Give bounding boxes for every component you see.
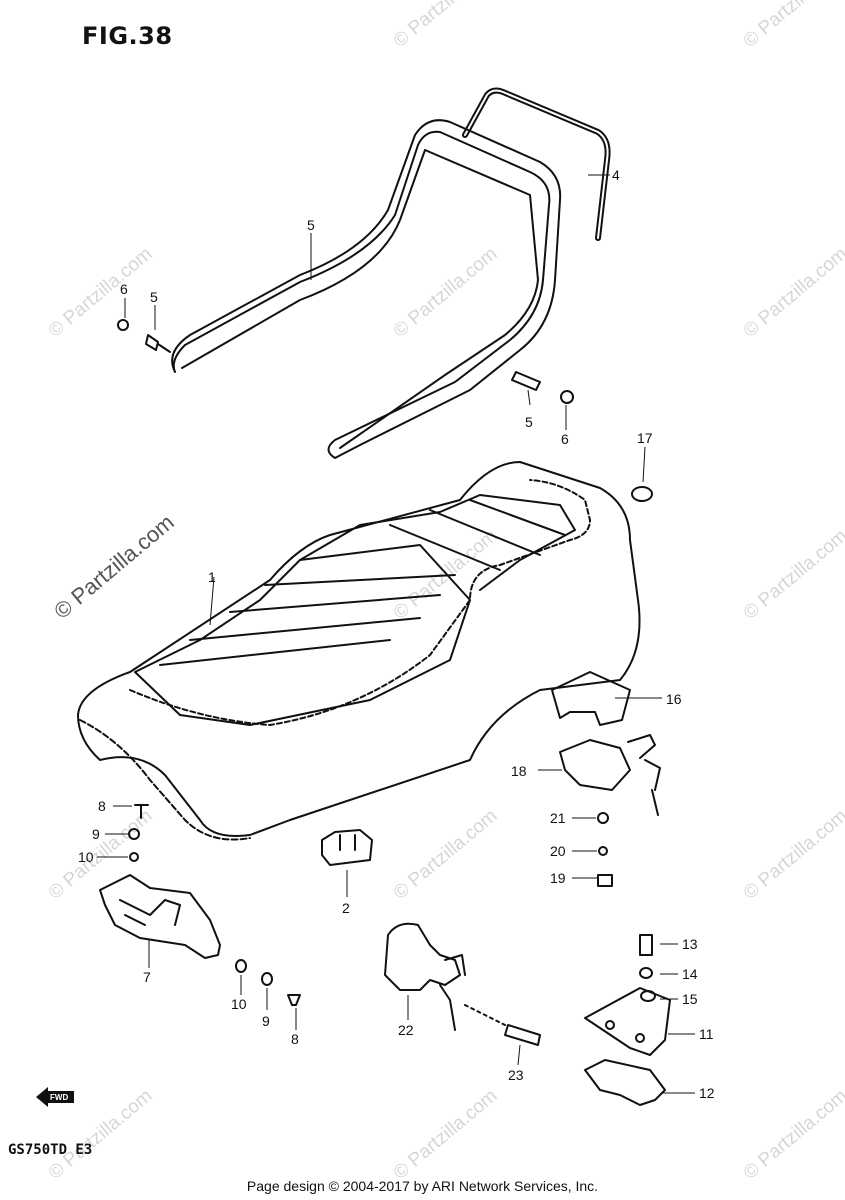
watermark: © Partzilla.com: [390, 243, 502, 341]
callout-10-lower: 10: [231, 996, 247, 1012]
callout-6: 6: [120, 281, 128, 297]
callout-8-lower: 8: [291, 1031, 299, 1047]
callout-22: 22: [398, 1022, 414, 1038]
callout-labels: 5 4 6 5 5 6 17 16 18 1 21 20 19 8 9 10 2…: [78, 167, 715, 1101]
callout-15: 15: [682, 991, 698, 1007]
part-13-bolt: [639, 934, 653, 956]
watermark: © Partzilla.com: [390, 0, 502, 52]
callout-13: 13: [682, 936, 698, 952]
callout-7: 7: [143, 969, 151, 985]
part-7-hinge: [99, 874, 221, 959]
forward-arrow-icon: FWD: [36, 1087, 74, 1107]
callout-16: 16: [666, 691, 682, 707]
part-11-bracket: [584, 987, 671, 1056]
part-5-bolt: [145, 334, 171, 353]
callout-5: 5: [150, 289, 158, 305]
callout-11: 11: [699, 1026, 714, 1042]
part-21-washer: [597, 812, 609, 824]
part-8-bolt: [134, 804, 149, 819]
part-23-bolt: [504, 1024, 541, 1046]
part-12-plate: [584, 1059, 666, 1106]
callout-21: 21: [550, 810, 566, 826]
watermark-layer: © Partzilla.com © Partzilla.com © Partzi…: [45, 0, 845, 1184]
callout-4: 4: [612, 167, 620, 183]
part-6-nut-mid: [560, 390, 574, 404]
part-10-washer: [129, 852, 139, 862]
part-6-nut: [117, 319, 129, 331]
part-18-lock: [559, 739, 631, 791]
callout-19: 19: [550, 870, 566, 886]
callout-5-mid: 5: [525, 414, 533, 430]
callout-8: 8: [98, 798, 106, 814]
part-20-washer: [598, 846, 608, 856]
callout-6-mid: 6: [561, 431, 569, 447]
callout-14: 14: [682, 966, 698, 982]
figure-title: FIG.38: [82, 22, 173, 50]
watermark: © Partzilla.com: [45, 243, 157, 341]
footer-copyright: Page design © 2004-2017 by ARI Network S…: [246, 1178, 599, 1194]
part-19-bolt: [597, 874, 613, 887]
callout-18: 18: [511, 763, 527, 779]
part-17-grommet: [631, 486, 653, 502]
svg-text:FWD: FWD: [50, 1093, 68, 1102]
part-9-nut-lower: [261, 972, 273, 986]
callout-10: 10: [78, 849, 94, 865]
watermark: © Partzilla.com: [390, 1085, 502, 1183]
callout-20: 20: [550, 843, 566, 859]
part-8-bolt-lower: [287, 994, 301, 1006]
callout-23: 23: [508, 1067, 524, 1083]
callout-12: 12: [699, 1085, 715, 1101]
callout-1: 1: [208, 569, 216, 585]
part-16-bracket: [551, 671, 631, 726]
model-code: GS750TD E3: [8, 1142, 93, 1158]
part-4-strap: [462, 87, 611, 241]
part-1-seat: [77, 461, 641, 837]
part-22-lock: [384, 922, 461, 991]
part-3-grab-rail: [171, 119, 562, 459]
part-14-nut: [639, 967, 653, 979]
part-10-washer-lower: [235, 959, 247, 973]
callout-3: 5: [307, 217, 315, 233]
leader-lines: [97, 174, 695, 1094]
callout-9-lower: 9: [262, 1013, 270, 1029]
watermark: © Partzilla.com: [740, 243, 845, 341]
watermark: © Partzilla.com: [740, 525, 845, 623]
callout-17: 17: [637, 430, 653, 446]
part-5-bolt-mid: [511, 371, 541, 391]
watermark: © Partzilla.com: [390, 805, 502, 903]
part-9-nut: [128, 828, 140, 840]
callout-9: 9: [92, 826, 100, 842]
watermark: © Partzilla.com: [49, 509, 179, 623]
watermark: © Partzilla.com: [740, 0, 845, 52]
part-2-cushion: [321, 829, 373, 866]
watermark: © Partzilla.com: [740, 805, 845, 903]
watermark: © Partzilla.com: [740, 1085, 845, 1183]
callout-2: 2: [342, 900, 350, 916]
